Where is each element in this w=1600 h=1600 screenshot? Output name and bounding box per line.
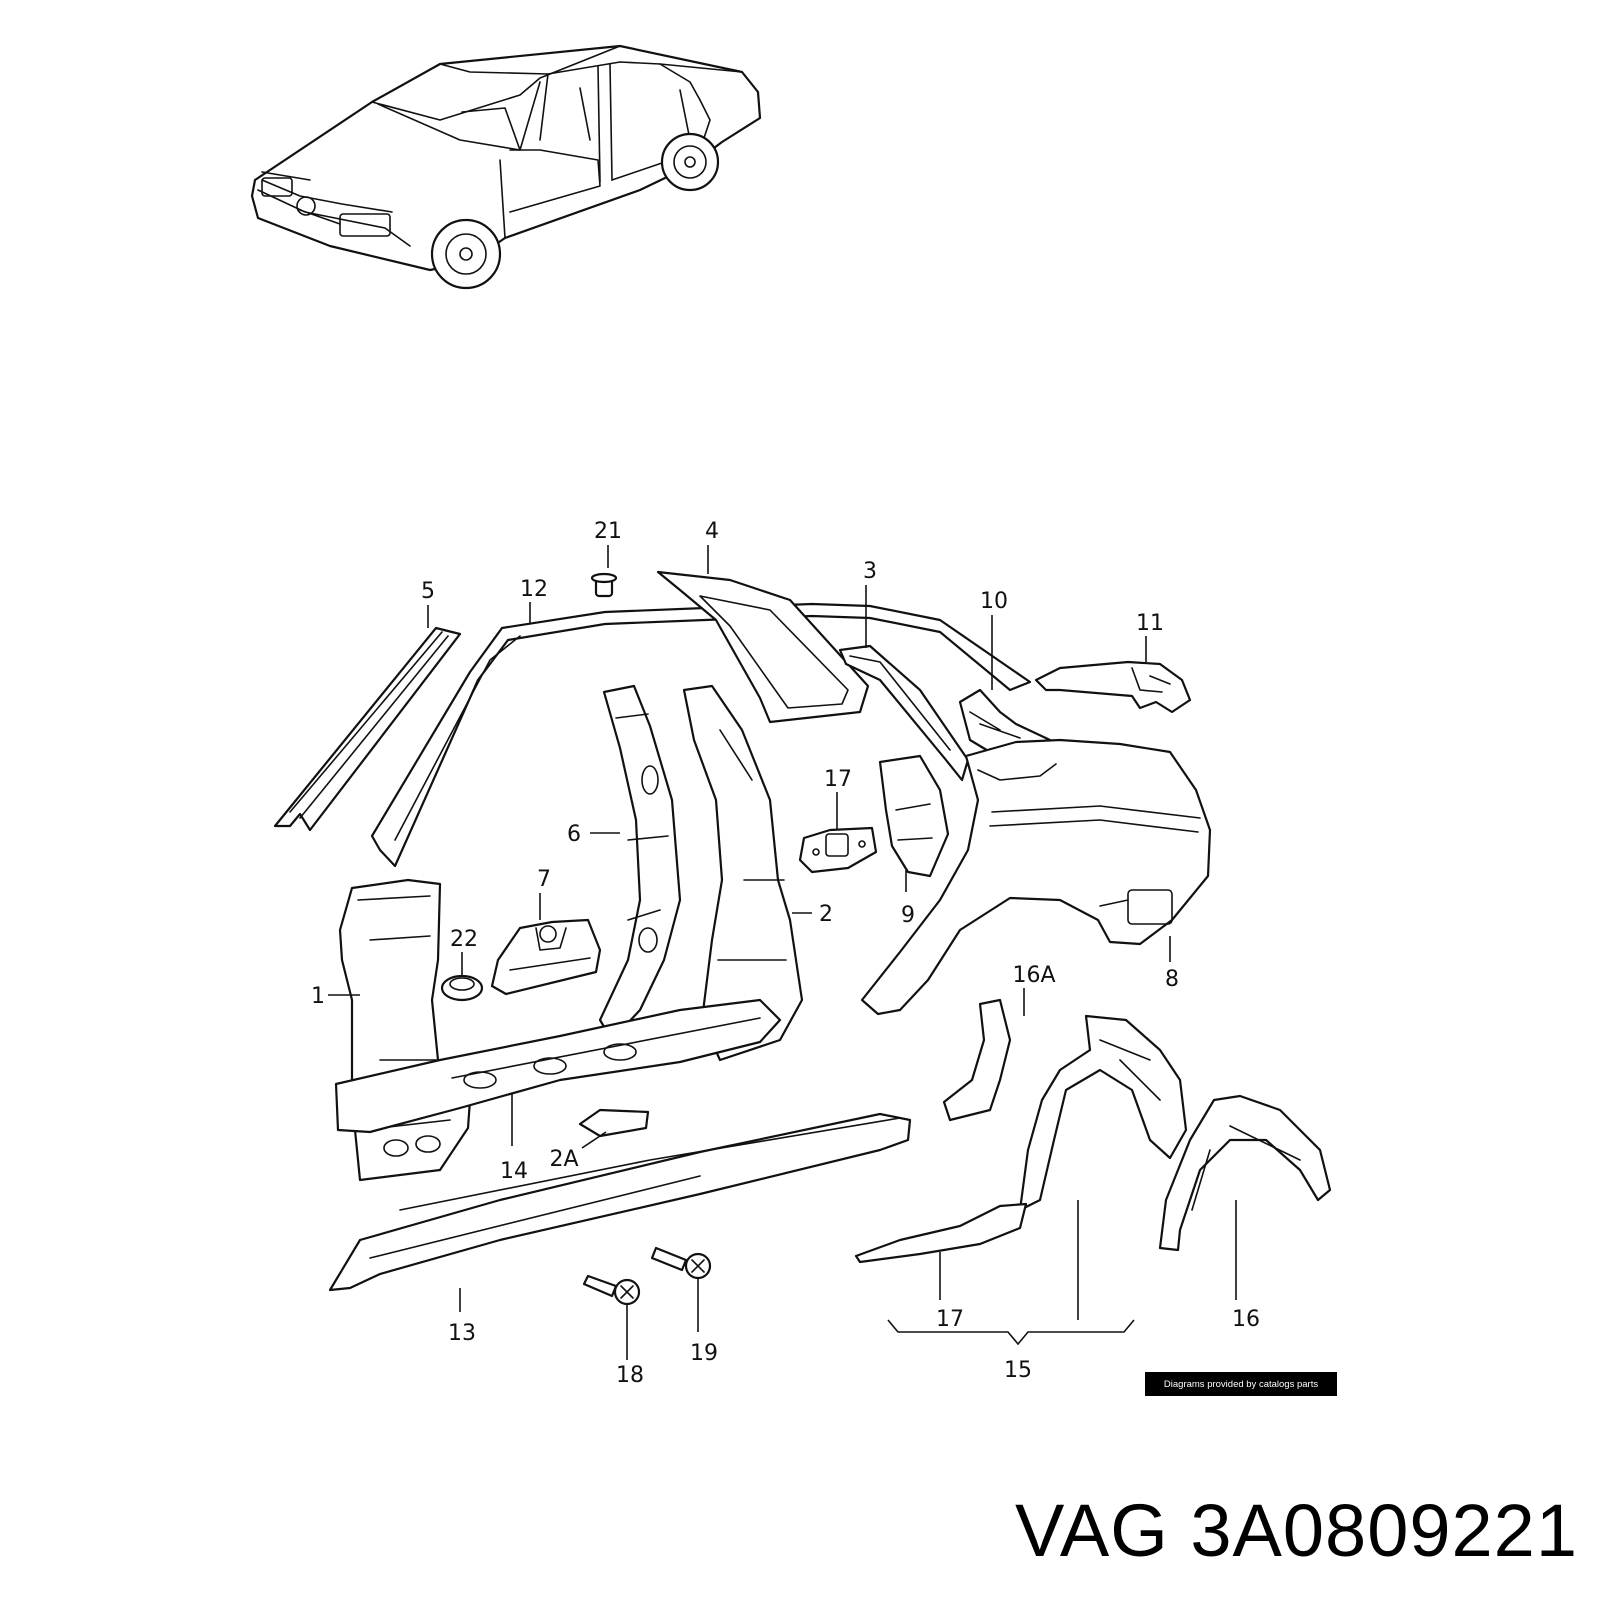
callout-12: 12 (520, 577, 548, 602)
leader-lines (328, 545, 1237, 1360)
callout-1: 1 (311, 984, 325, 1009)
callout-21: 21 (594, 519, 622, 544)
callout-14: 14 (500, 1159, 528, 1184)
part-5-shape (273, 626, 462, 832)
callout-11: 11 (1136, 611, 1164, 636)
part-19-shape (582, 1274, 618, 1298)
car-illustration (250, 44, 762, 290)
callout-16: 16 (1232, 1307, 1260, 1332)
part-2a-shape (578, 1108, 650, 1138)
part-number-title: VAG 3A0809221 (1015, 1489, 1578, 1572)
part-15-shape (1018, 1014, 1188, 1212)
callout-labels: 21 4 3 10 11 5 12 17 6 7 2 9 22 1 8 16A … (311, 519, 1260, 1388)
callout-9: 9 (901, 903, 915, 928)
part-6-shape (598, 684, 682, 1042)
callout-17: 17 (936, 1307, 964, 1332)
callout-5: 5 (421, 579, 435, 604)
callout-7: 7 (537, 867, 551, 892)
callout-16a: 16A (1012, 963, 1055, 988)
callout-4: 4 (705, 519, 719, 544)
part-11-shape (1034, 660, 1192, 714)
callout-2: 2 (819, 902, 833, 927)
exploded-parts (273, 570, 1332, 1306)
callout-15: 15 (1004, 1358, 1032, 1383)
part-1-shape (338, 878, 472, 1182)
callout-19: 18 (616, 1363, 644, 1388)
part-16a-shape (942, 998, 1012, 1122)
callout-6: 6 (567, 822, 581, 847)
part-9-shape (878, 754, 950, 878)
part-7-shape (490, 918, 602, 996)
part-4-shape (656, 570, 870, 724)
part-3-shape (838, 644, 970, 782)
callout-10: 10 (980, 589, 1008, 614)
part-14-shape (334, 998, 782, 1134)
callout-20: 19 (690, 1341, 718, 1366)
part-16-shape (1158, 1094, 1332, 1252)
part-20-shape (650, 1246, 688, 1272)
part-2-shape (682, 684, 804, 1062)
callout-13: 13 (448, 1321, 476, 1346)
callout-2a: 2A (549, 1147, 578, 1172)
part-22-shape (440, 974, 484, 1002)
callout-8: 8 (1165, 967, 1179, 992)
part-13-shape (328, 1112, 912, 1292)
part-17-shape (854, 1202, 1028, 1264)
callout-22: 22 (450, 927, 478, 952)
callout-3: 3 (863, 559, 877, 584)
callout-18: 17 (824, 767, 852, 792)
credit-badge: Diagrams provided by catalogs parts (1145, 1372, 1337, 1396)
